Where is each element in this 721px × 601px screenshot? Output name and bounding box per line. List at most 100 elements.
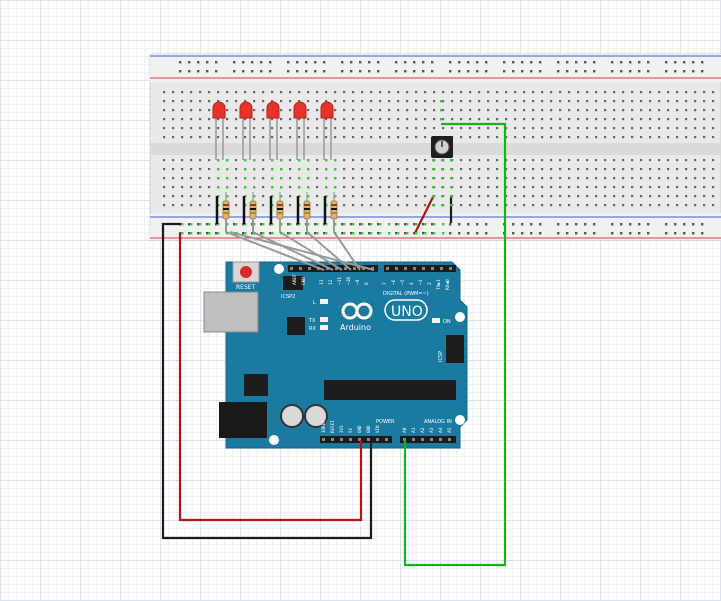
digital-pin-label: ~5	[400, 279, 406, 285]
connection-dot	[217, 232, 220, 235]
breadboard-hole	[478, 204, 481, 207]
breadboard-hole	[424, 127, 427, 130]
connection-dot	[244, 232, 247, 235]
breadboard-hole	[280, 91, 283, 94]
breadboard-hole	[190, 91, 193, 94]
breadboard-hole	[289, 177, 292, 180]
header-pin	[326, 267, 329, 270]
breadboard-hole	[532, 204, 535, 207]
connection-dot	[432, 177, 435, 180]
breadboard-hole	[449, 232, 452, 235]
breadboard-hole	[305, 61, 308, 64]
breadboard-hole	[314, 232, 317, 235]
connection-dot	[334, 195, 337, 198]
breadboard-hole	[334, 136, 337, 139]
breadboard-hole	[505, 118, 508, 121]
breadboard-hole	[262, 127, 265, 130]
breadboard-hole	[559, 109, 562, 112]
connection-dot	[441, 177, 444, 180]
power-header	[320, 436, 392, 443]
breadboard-hole	[566, 70, 569, 73]
connection-dot	[253, 177, 256, 180]
breadboard-hole	[577, 195, 580, 198]
breadboard-hole	[694, 159, 697, 162]
breadboard-hole	[638, 223, 641, 226]
connection-dot	[253, 223, 256, 226]
mount-hole	[455, 312, 465, 322]
breadboard-hole	[397, 109, 400, 112]
breadboard-hole	[512, 70, 515, 73]
breadboard-hole	[361, 109, 364, 112]
breadboard-hole	[163, 168, 166, 171]
resistor-band	[304, 212, 310, 214]
connection-dot	[379, 232, 382, 235]
breadboard-hole	[631, 159, 634, 162]
header-pin	[440, 267, 443, 270]
breadboard-hole	[595, 127, 598, 130]
breadboard-hole	[242, 70, 245, 73]
breadboard-hole	[712, 136, 715, 139]
breadboard-hole	[289, 204, 292, 207]
connection-dot	[325, 168, 328, 171]
breadboard-hole	[235, 186, 238, 189]
connection-dot	[271, 186, 274, 189]
breadboard-hole	[271, 118, 274, 121]
breadboard-hole	[397, 195, 400, 198]
connection-dot	[181, 223, 184, 226]
breadboard-hole	[620, 70, 623, 73]
connection-dot	[235, 223, 238, 226]
breadboard-hole	[208, 118, 211, 121]
breadboard-hole	[388, 109, 391, 112]
connection-dot	[298, 232, 301, 235]
breadboard-hole	[604, 159, 607, 162]
connection-dot	[298, 223, 301, 226]
header-pin	[449, 267, 452, 270]
header-pin	[395, 267, 398, 270]
connection-dot	[450, 159, 453, 162]
breadboard-hole	[181, 100, 184, 103]
breadboard-hole	[550, 159, 553, 162]
power-pin-label: GND	[357, 425, 362, 433]
connection-dot	[226, 177, 229, 180]
breadboard-hole	[631, 136, 634, 139]
breadboard-hole	[260, 70, 263, 73]
breadboard-hole	[595, 195, 598, 198]
breadboard-hole	[179, 70, 182, 73]
breadboard-hole	[208, 127, 211, 130]
breadboard-hole	[379, 91, 382, 94]
breadboard-hole	[460, 100, 463, 103]
breadboard-hole	[395, 70, 398, 73]
breadboard-hole	[406, 100, 409, 103]
on-label: ON	[443, 319, 451, 325]
breadboard-hole	[577, 136, 580, 139]
connection-dot	[433, 232, 436, 235]
connection-dot	[244, 159, 247, 162]
breadboard-hole	[163, 100, 166, 103]
connection-dot	[244, 223, 247, 226]
breadboard-hole	[289, 136, 292, 139]
breadboard-hole	[701, 232, 704, 235]
breadboard-hole	[676, 91, 679, 94]
led-l-label: L	[313, 300, 316, 306]
breadboard-hole	[269, 223, 272, 226]
breadboard-hole	[469, 159, 472, 162]
connection-dot	[440, 109, 443, 112]
breadboard-hole	[361, 195, 364, 198]
connection-dot	[441, 204, 444, 207]
breadboard-hole	[622, 91, 625, 94]
connection-dot	[253, 232, 256, 235]
breadboard-hole	[523, 195, 526, 198]
mount-hole	[274, 264, 284, 274]
breadboard-hole	[667, 204, 670, 207]
analog-pin-label: A5	[447, 427, 453, 433]
breadboard-hole	[397, 204, 400, 207]
breadboard-hole	[658, 177, 661, 180]
breadboard-hole	[658, 186, 661, 189]
header-pin	[331, 438, 334, 441]
breadboard-hole	[424, 100, 427, 103]
led-body	[293, 101, 307, 119]
breadboard-hole	[568, 177, 571, 180]
breadboard-hole	[235, 127, 238, 130]
breadboard-hole	[593, 232, 596, 235]
connection-dot	[199, 232, 202, 235]
